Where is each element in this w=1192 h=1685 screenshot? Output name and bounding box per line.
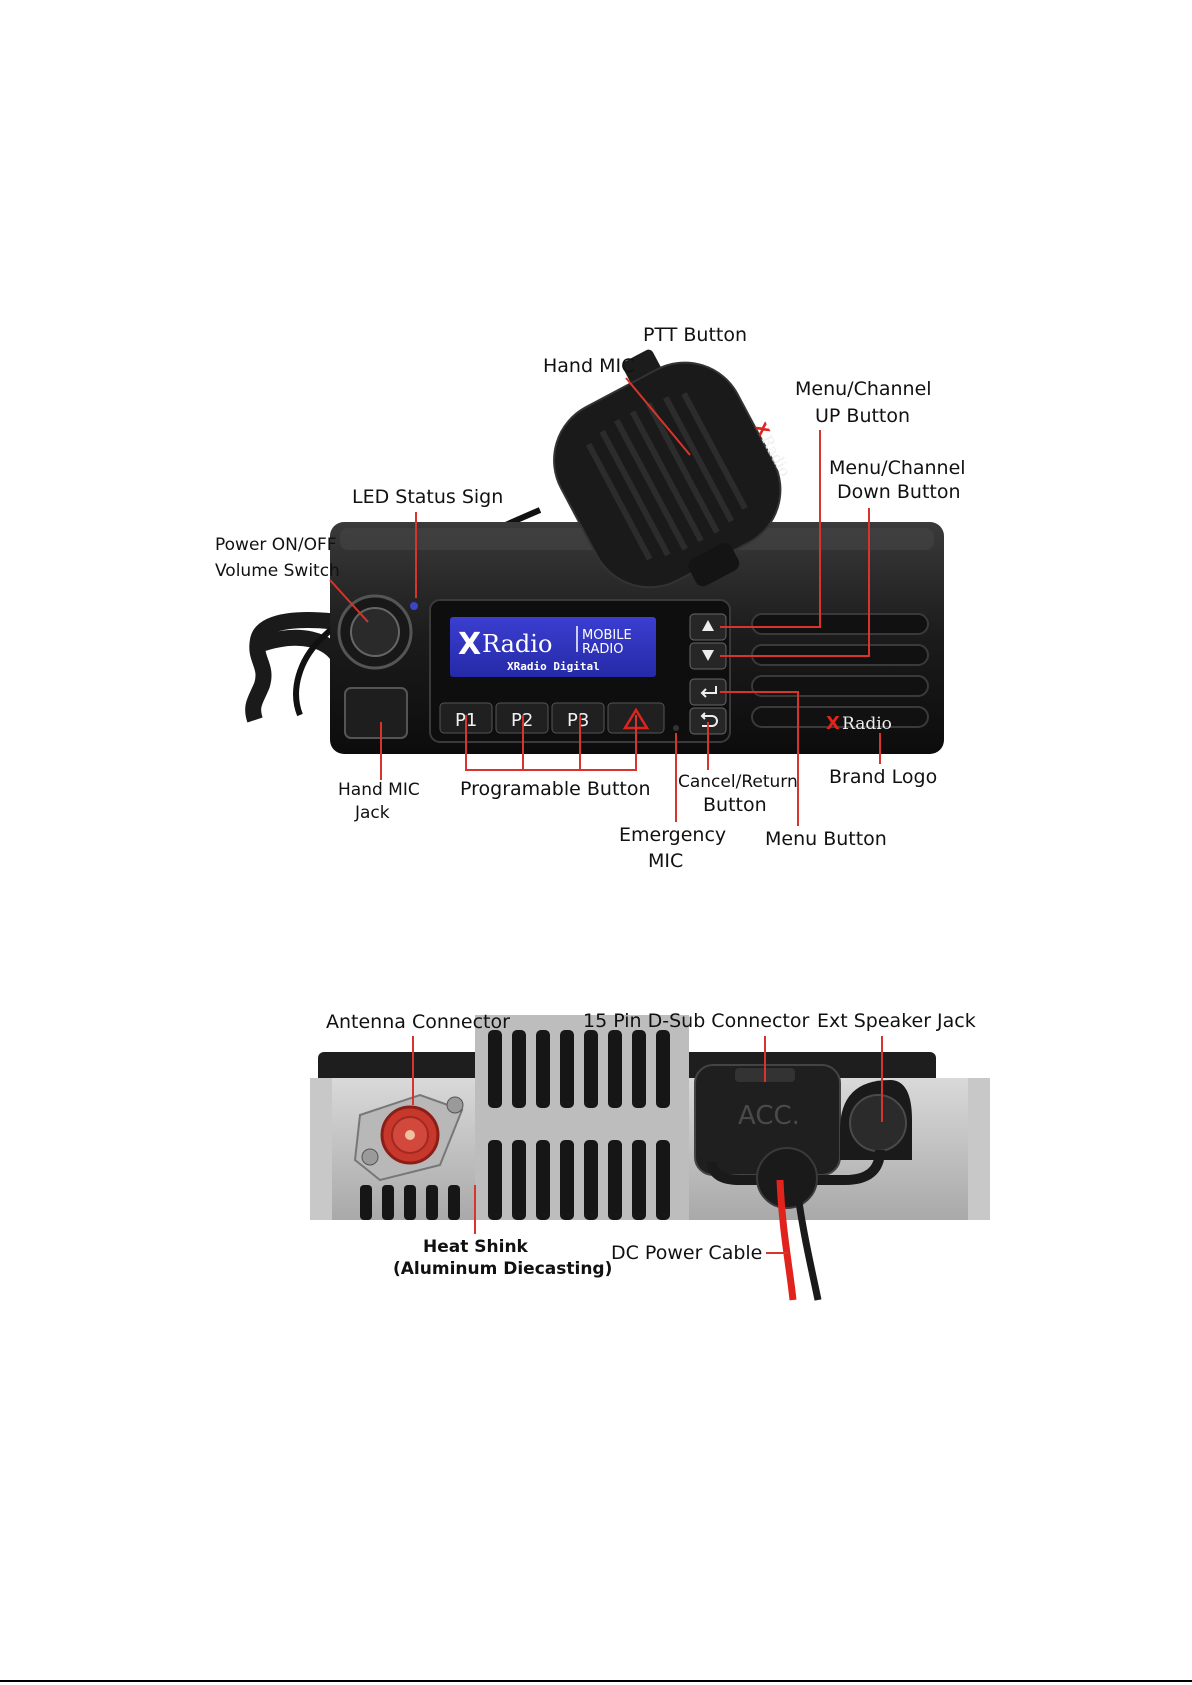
arrow-up-icon <box>702 620 714 631</box>
heatsink-fins <box>360 1015 689 1220</box>
display-screen <box>450 617 656 677</box>
label-menu-down-2: Down Button <box>837 481 961 503</box>
dsub-connector-cover[interactable]: ACC. <box>694 1064 841 1176</box>
label-power-2: Volume Switch <box>215 561 340 581</box>
antenna-connector[interactable] <box>353 1093 464 1182</box>
label-menu-up-1: Menu/Channel <box>795 378 932 400</box>
led-status <box>410 602 418 610</box>
page-bottom-rule <box>0 1680 1192 1682</box>
ext-speaker-jack[interactable] <box>840 1080 912 1160</box>
front-callouts: PTT Button Hand MIC Menu/Channel UP Butt… <box>215 324 966 872</box>
emergency-mic-hole <box>673 725 679 731</box>
back-callouts: Antenna Connector 15 Pin D-Sub Connector… <box>326 1010 976 1279</box>
screen-brand: Radio <box>482 630 552 658</box>
hand-mic[interactable] <box>523 322 810 624</box>
label-brand-logo: Brand Logo <box>829 766 937 788</box>
power-volume-knob[interactable] <box>337 594 413 670</box>
label-cancel-1: Cancel/Return <box>678 772 798 792</box>
label-programable: Programable Button <box>460 778 651 800</box>
label-emergency-1: Emergency <box>619 824 726 846</box>
label-menu-down-1: Menu/Channel <box>829 457 966 479</box>
label-mic-jack-1: Hand MIC <box>338 780 420 800</box>
return-icon <box>700 712 718 727</box>
screen-subtitle: XRadio Digital <box>507 660 600 673</box>
chassis-logo: Radio <box>842 714 892 734</box>
label-menu-button: Menu Button <box>765 828 887 850</box>
label-cancel-2: Button <box>703 794 767 816</box>
hand-mic-jack[interactable] <box>344 687 408 739</box>
cancel-return-button[interactable] <box>689 707 727 735</box>
screen-radio: RADIO <box>582 642 623 657</box>
label-power-1: Power ON/OFF <box>215 535 337 555</box>
chassis-logo-x: X <box>826 713 840 734</box>
label-antenna: Antenna Connector <box>326 1011 510 1033</box>
menu-enter-button[interactable] <box>689 678 727 706</box>
enter-icon <box>700 686 717 698</box>
dc-power-cable <box>756 1147 822 1301</box>
p3-key[interactable]: P3 <box>551 702 605 734</box>
label-ptt-button: PTT Button <box>643 324 747 346</box>
arrow-down-icon <box>702 650 714 661</box>
label-heat-1: Heat Shink <box>423 1237 529 1257</box>
label-heat-2: (Aluminum Diecasting) <box>393 1259 612 1279</box>
label-dc-power: DC Power Cable <box>611 1242 762 1264</box>
screen-brand-x: X <box>458 627 481 662</box>
front-radio-illustration: X Radio MOBILE RADIO XRadio Digital P1 P… <box>245 322 944 754</box>
svg-text:P3: P3 <box>567 710 589 731</box>
acc-label: ACC. <box>738 1101 800 1131</box>
screen-mobile: MOBILE <box>582 628 632 643</box>
label-menu-up-2: UP Button <box>815 405 910 427</box>
back-radio-illustration: ACC. <box>310 1015 990 1301</box>
label-led-status: LED Status Sign <box>352 486 503 508</box>
label-mic-jack-2: Jack <box>354 803 390 823</box>
label-hand-mic: Hand MIC <box>543 355 634 377</box>
label-dsub: 15 Pin D-Sub Connector <box>583 1010 809 1032</box>
label-emergency-2: MIC <box>648 850 683 872</box>
label-ext-speaker: Ext Speaker Jack <box>817 1010 976 1032</box>
